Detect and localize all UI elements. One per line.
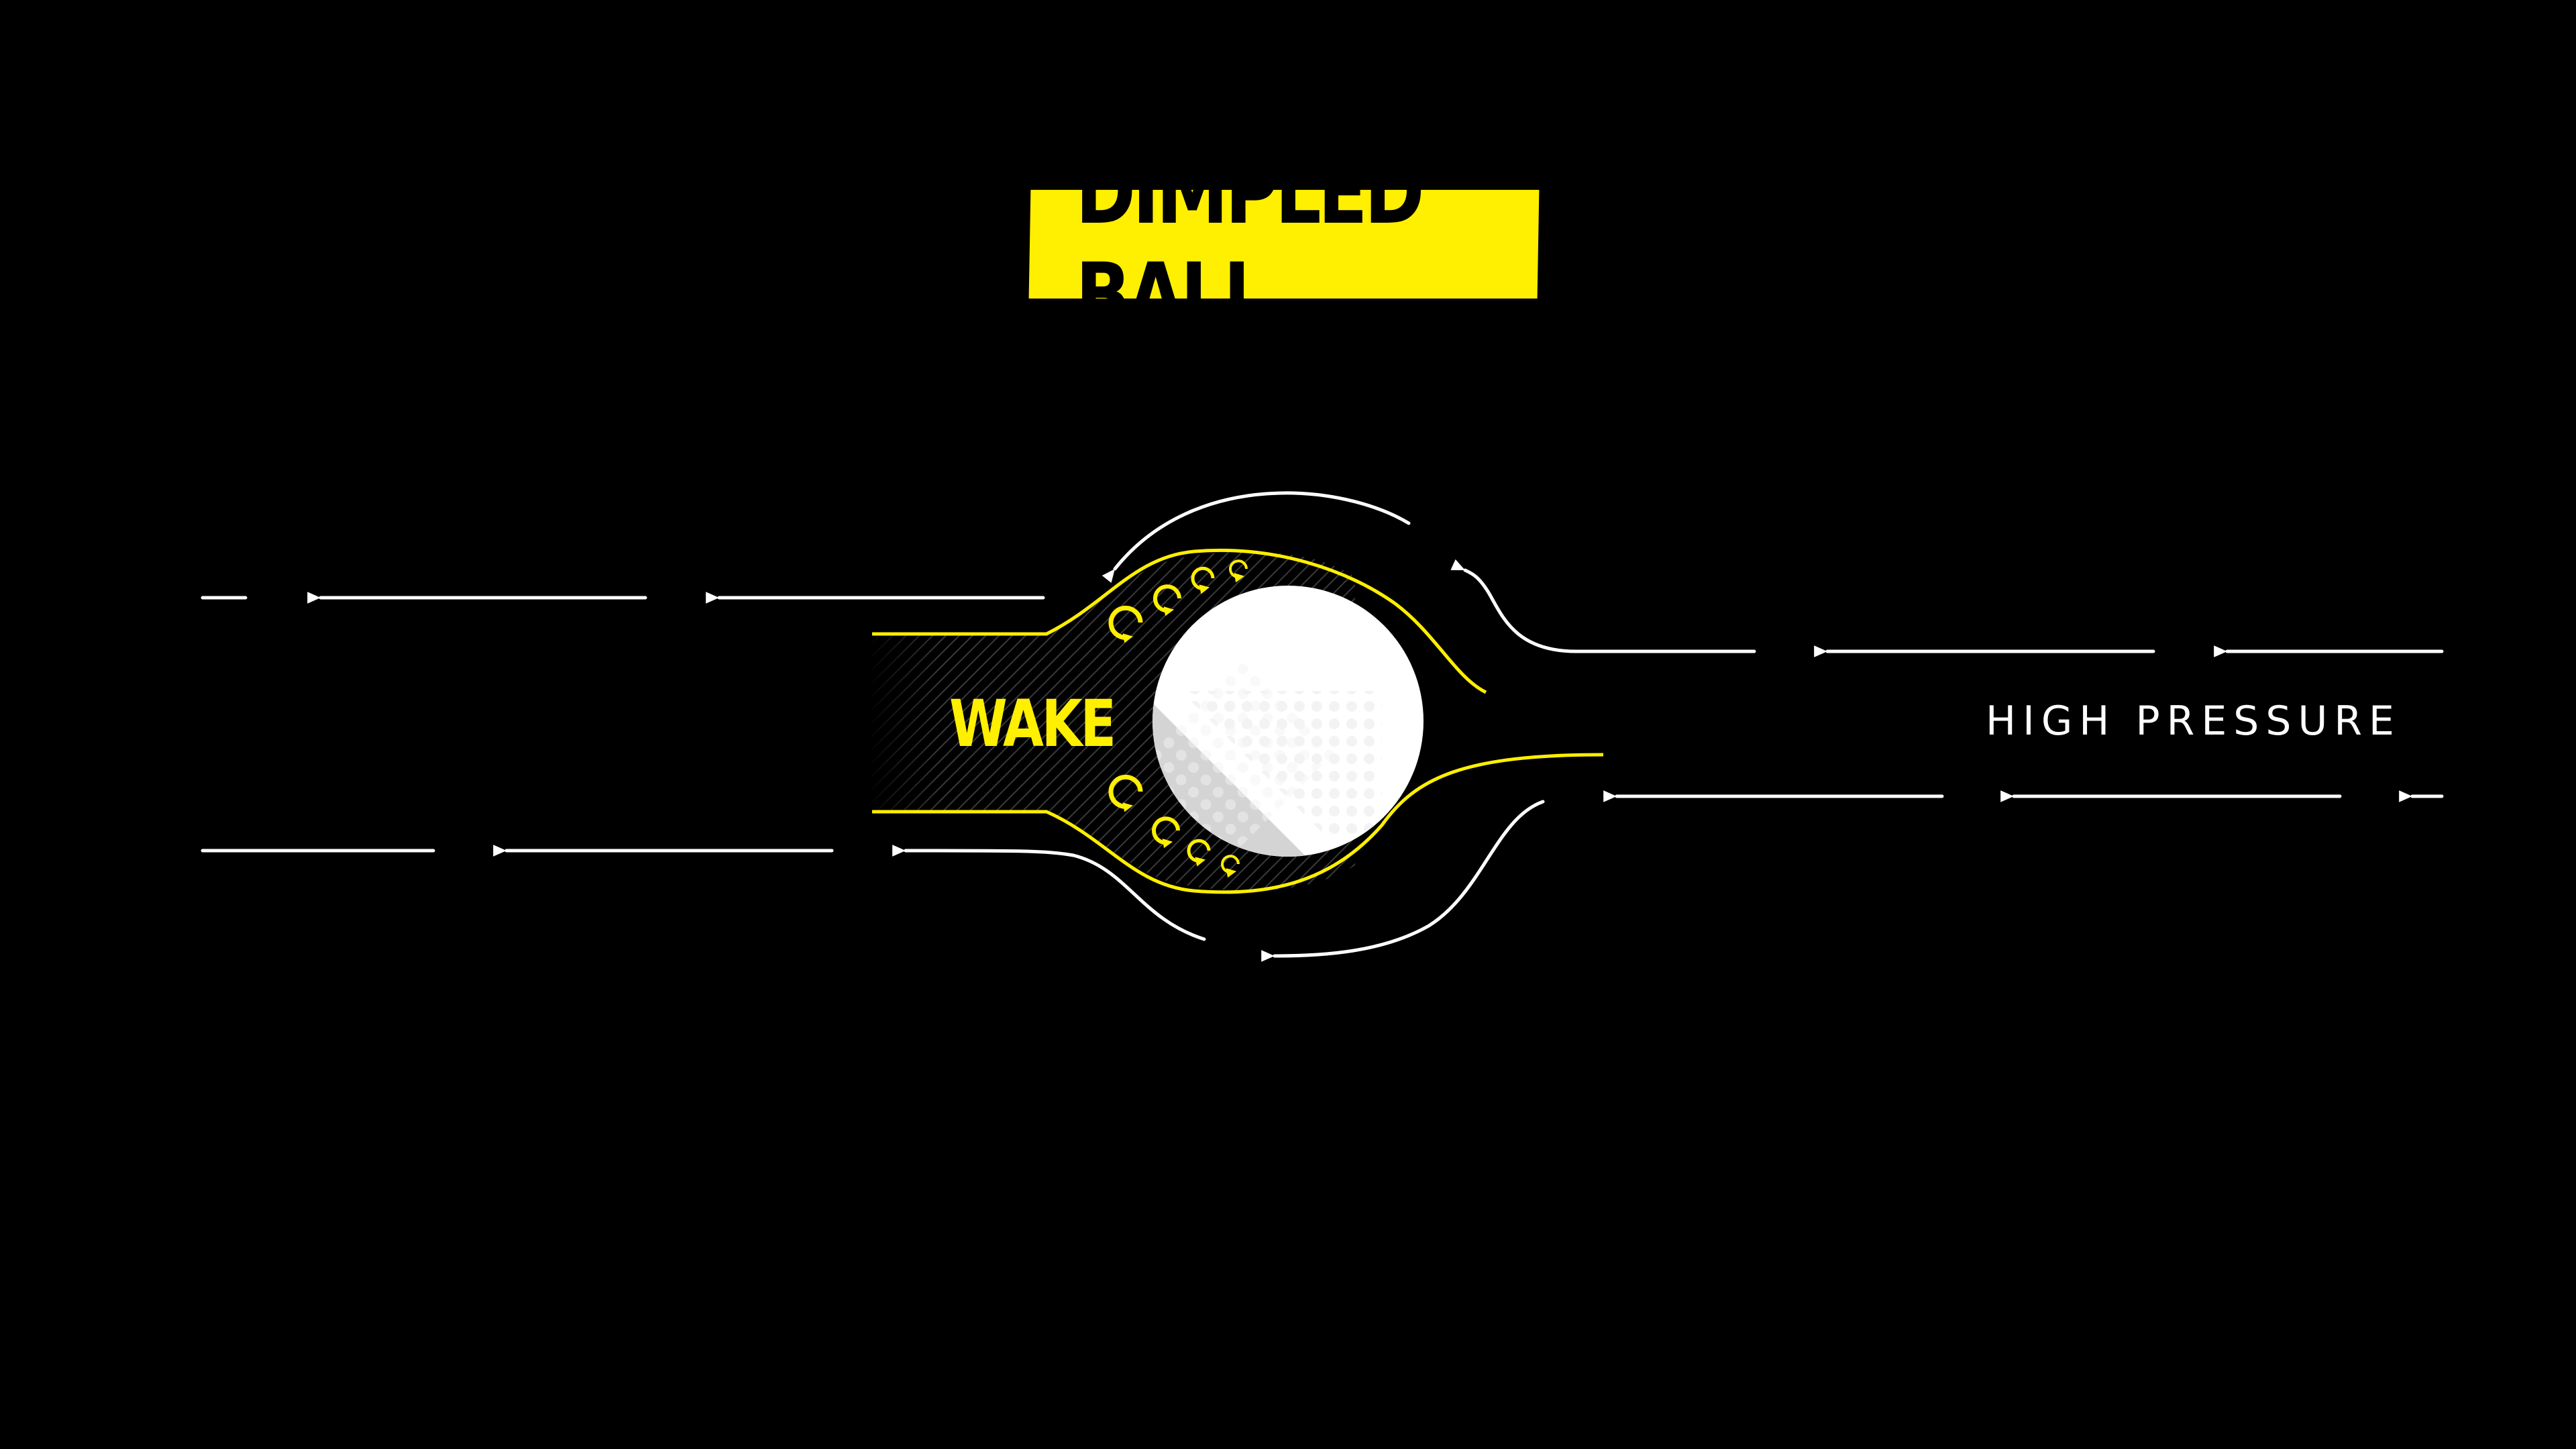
boundary-layer-lines bbox=[872, 548, 1878, 894]
title-badge: DIMPLED BALL bbox=[1028, 141, 1540, 347]
dimpled-ball bbox=[1152, 586, 1424, 857]
vortex-swirls-top bbox=[1108, 559, 1248, 643]
diagram-title: DIMPLED BALL bbox=[1075, 141, 1424, 347]
wake-label: WAKE bbox=[949, 686, 1116, 761]
airflow-lines bbox=[201, 491, 2444, 962]
high-pressure-label: HIGH PRESSURE bbox=[1986, 698, 2401, 745]
vortex-swirls-bottom bbox=[1108, 774, 1240, 878]
